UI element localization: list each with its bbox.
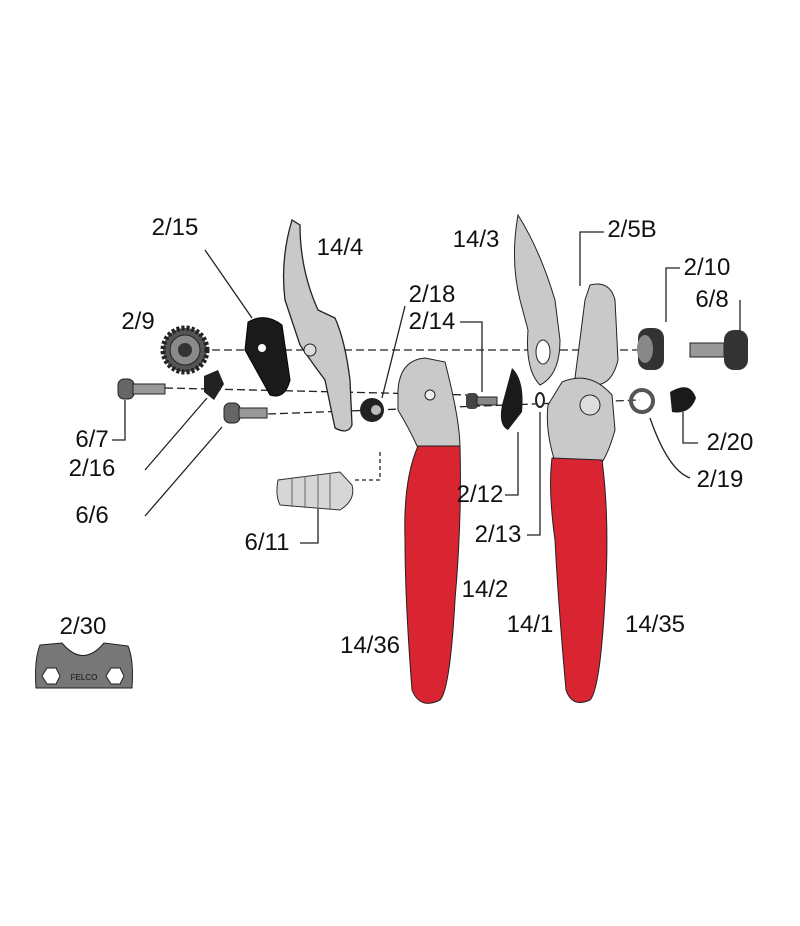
label-14-35: 14/35 <box>624 611 686 638</box>
part-2-18-nut <box>360 398 384 422</box>
label-2-30: 2/30 <box>59 613 107 640</box>
part-2-30-wrench: FELCO <box>35 642 133 689</box>
part-2-16 <box>204 370 224 400</box>
label-6-6: 6/6 <box>75 502 109 529</box>
label-14-4: 14/4 <box>316 234 364 261</box>
label-2-20: 2/20 <box>706 429 754 456</box>
label-2-14: 2/14 <box>408 308 456 335</box>
part-14-35-handle <box>546 377 616 703</box>
label-2-19: 2/19 <box>696 466 744 493</box>
label-6-8: 6/8 <box>695 286 729 313</box>
part-6-7-screw <box>117 378 166 400</box>
part-2-20-cap <box>670 387 696 413</box>
part-2-14-screw <box>466 393 498 409</box>
part-6-11-spring <box>276 471 354 511</box>
label-14-36: 14/36 <box>339 632 401 659</box>
label-2-15: 2/15 <box>151 214 199 241</box>
part-2-19-ring <box>629 388 655 414</box>
label-2-12: 2/12 <box>456 481 504 508</box>
part-14-4-blade <box>282 218 353 432</box>
part-6-8-bolt <box>689 330 748 370</box>
felco-logo: FELCO <box>71 673 98 682</box>
part-2-10-nut <box>637 328 664 370</box>
label-6-11: 6/11 <box>244 529 290 556</box>
label-2-18: 2/18 <box>408 281 456 308</box>
label-2-13: 2/13 <box>474 521 522 548</box>
part-14-3-blade <box>513 213 561 386</box>
part-2-5B <box>574 283 619 386</box>
label-2-16: 2/16 <box>68 455 116 482</box>
label-14-1: 14/1 <box>506 611 554 638</box>
label-2-10: 2/10 <box>683 254 731 281</box>
part-2-12 <box>500 368 523 430</box>
part-2-13-washer <box>535 392 545 408</box>
spring-coils <box>291 473 331 509</box>
label-14-3: 14/3 <box>452 226 500 253</box>
label-2-5B: 2/5B <box>607 216 657 243</box>
part-14-36-handle <box>397 357 461 704</box>
label-6-7: 6/7 <box>75 426 109 453</box>
part-2-15-plate <box>244 317 291 397</box>
part-6-6-screw <box>223 402 268 424</box>
label-2-9: 2/9 <box>121 308 155 335</box>
part-2-9-gear <box>160 325 210 375</box>
label-14-2: 14/2 <box>461 576 509 603</box>
